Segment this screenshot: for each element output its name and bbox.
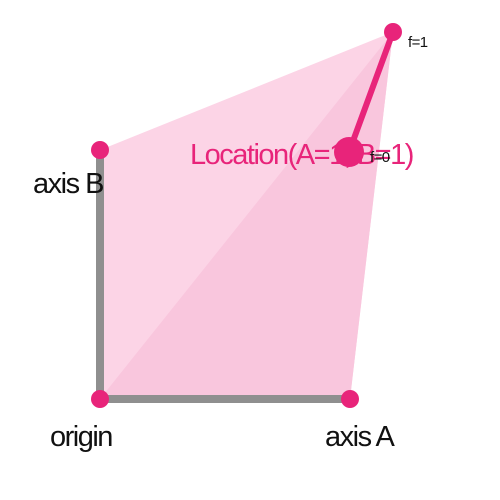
inner-region (100, 32, 393, 399)
location-point (334, 137, 364, 167)
location-connector (346, 29, 396, 155)
f-zero-label: f=0 (370, 149, 390, 166)
f-one-point (384, 23, 402, 41)
axis-b-label: axis B (33, 168, 103, 200)
axis-b-point (91, 141, 109, 159)
location-label: Location(A=1, B=1) (190, 139, 413, 171)
axis-a-label: axis A (325, 421, 396, 453)
axis-a-point (341, 390, 359, 408)
f-one-label: f=1 (408, 34, 428, 51)
origin-label: origin (50, 421, 112, 453)
origin-point (91, 390, 109, 408)
